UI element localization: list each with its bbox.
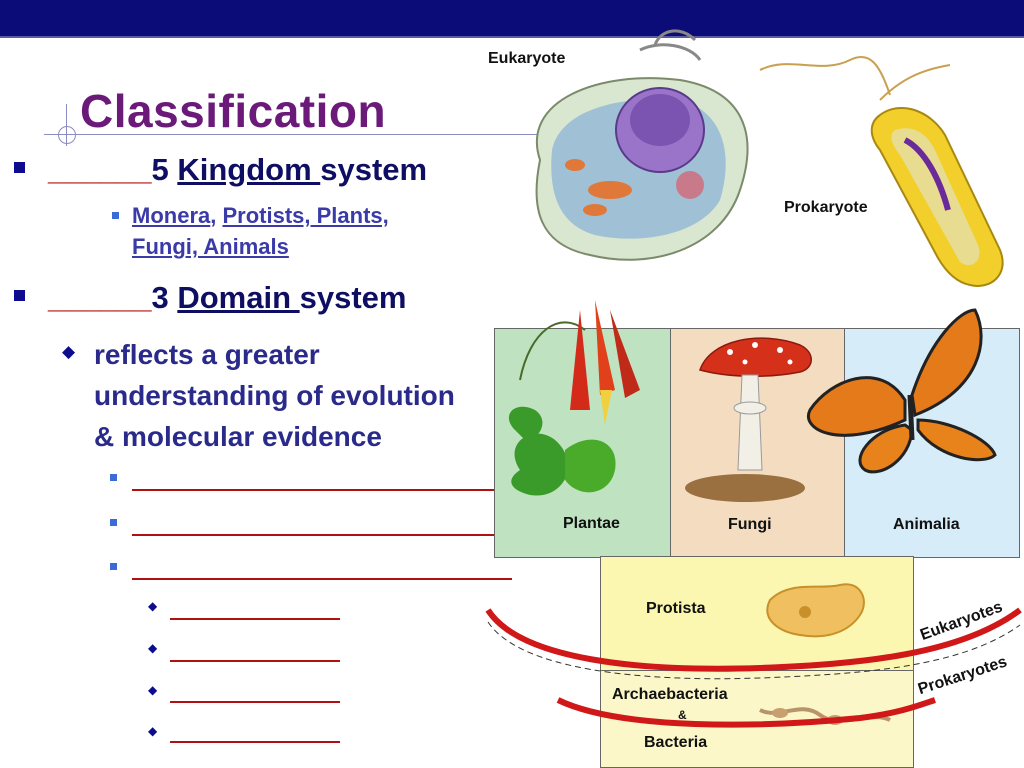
slide-title: Classification [80,85,387,137]
animalia-label: Animalia [893,516,960,533]
answer-blank-line [132,534,512,536]
diamond-bullet-icon: ◆ [148,599,158,613]
plantae-label: Plantae [563,515,620,532]
eukaryote-cell-image [535,29,749,261]
protists-plants-link[interactable]: Protists, Plants, [222,203,389,228]
monera-link[interactable]: Monera [132,203,211,228]
eukaryote-label: Eukaryote [488,50,566,67]
archaebacteria-label: Archaebacteria [612,686,728,703]
prokaryotes-arc [556,697,936,728]
bullet-3-domain: ______3 Domain system [48,280,406,316]
kingdom-link[interactable]: Kingdom [177,152,321,187]
sub-bullet-square [110,474,117,481]
sub-bullet-square [112,212,119,219]
domain-system: system [299,280,407,315]
diamond-bullet-icon: ◆ [148,724,158,738]
sub-bullet-square [110,563,117,570]
domain-link[interactable]: Domain [177,280,300,315]
domain-count: 3 [151,280,169,315]
diamond-bullet-icon: ◆ [62,342,76,361]
amoeba-image [766,583,865,638]
top-banner [0,0,1024,36]
answer-blank-line [170,701,340,703]
bacteria-label: Bacteria [644,734,708,751]
title-ornament [66,104,67,146]
answer-blank-line [170,660,340,662]
comma: , [210,203,217,228]
answer-blank-line [170,618,340,620]
fungi-label: Fungi [728,516,772,533]
answer-blank-line [170,741,340,743]
kingdoms-list: Monera, Protists, Plants, Fungi, Animals [132,200,389,262]
answer-blank-line [132,578,512,580]
mushroom-image [685,337,812,502]
prokaryote-label: Prokaryote [784,199,868,216]
title-ornament-circle [58,126,76,144]
evolution-text: reflects a greater understanding of evol… [94,339,455,452]
kingdom-system: system [320,152,428,187]
answer-blank: ______ [48,280,152,315]
bullet-5-kingdom: ______5 Kingdom system [48,152,427,188]
top-banner-line [0,36,1024,38]
butterfly-image [807,308,997,474]
prokaryote-cell-image [759,55,1004,287]
sub-bullet-square [110,519,117,526]
eukaryotes-arc [485,607,1022,680]
ampersand-label: & [678,708,687,722]
fungi-animals-link[interactable]: Fungi, Animals [132,234,289,259]
bullet-square [14,162,25,173]
title-rule [44,134,544,135]
answer-blank-line [132,489,512,491]
answer-blank: ______ [48,152,152,187]
protista-label: Protista [646,600,706,617]
bullet-square [14,290,25,301]
diamond-bullet-icon: ◆ [148,641,158,655]
plant-image [508,300,640,496]
kingdom-count: 5 [151,152,169,187]
diamond-bullet-icon: ◆ [148,683,158,697]
